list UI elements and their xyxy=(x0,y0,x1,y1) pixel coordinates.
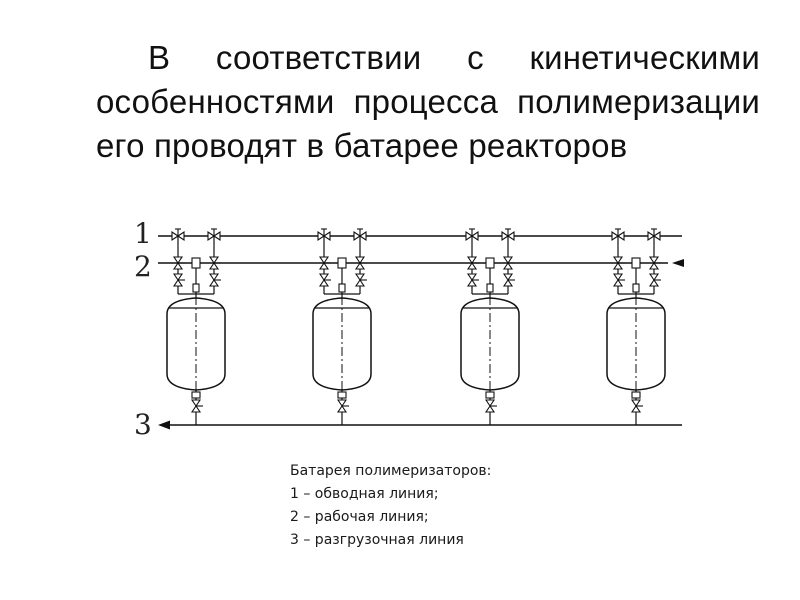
instrument-box xyxy=(337,257,347,269)
reactor-unit xyxy=(166,228,226,425)
line-2-label: 2 xyxy=(134,250,152,283)
reactor-unit xyxy=(460,228,520,425)
discharge-line-outlet-arrow xyxy=(158,420,170,430)
discharge-fitting xyxy=(191,391,201,399)
discharge-fitting xyxy=(485,391,495,399)
instrument-box xyxy=(191,257,201,269)
nozzle-fitting xyxy=(192,283,200,293)
nozzle-fitting xyxy=(486,283,494,293)
working-line-inlet-arrow xyxy=(672,259,684,267)
nozzle-fitting xyxy=(632,283,640,293)
polymerization-battery-diagram: 1 2 3 xyxy=(134,217,684,441)
diagram-legend: Батарея полимеризаторов: 1 – обводная ли… xyxy=(290,460,491,552)
legend-item-discharge: 3 – разгрузочная линия xyxy=(290,532,464,548)
slide-heading: В соответствии с кинетическими особеннос… xyxy=(96,39,760,164)
instrument-box xyxy=(631,257,641,269)
reactor-unit xyxy=(312,228,372,425)
legend-item-working: 2 – рабочая линия; xyxy=(290,509,429,525)
reactor-unit xyxy=(606,228,666,425)
line-3-label: 3 xyxy=(134,408,152,441)
discharge-fitting xyxy=(337,391,347,399)
line-1-label: 1 xyxy=(134,217,152,250)
discharge-fitting xyxy=(631,391,641,399)
instrument-box xyxy=(485,257,495,269)
reactor-group xyxy=(166,228,666,425)
legend-item-bypass: 1 – обводная линия; xyxy=(290,486,439,502)
nozzle-fitting xyxy=(338,283,346,293)
legend-title: Батарея полимеризаторов: xyxy=(290,463,492,479)
